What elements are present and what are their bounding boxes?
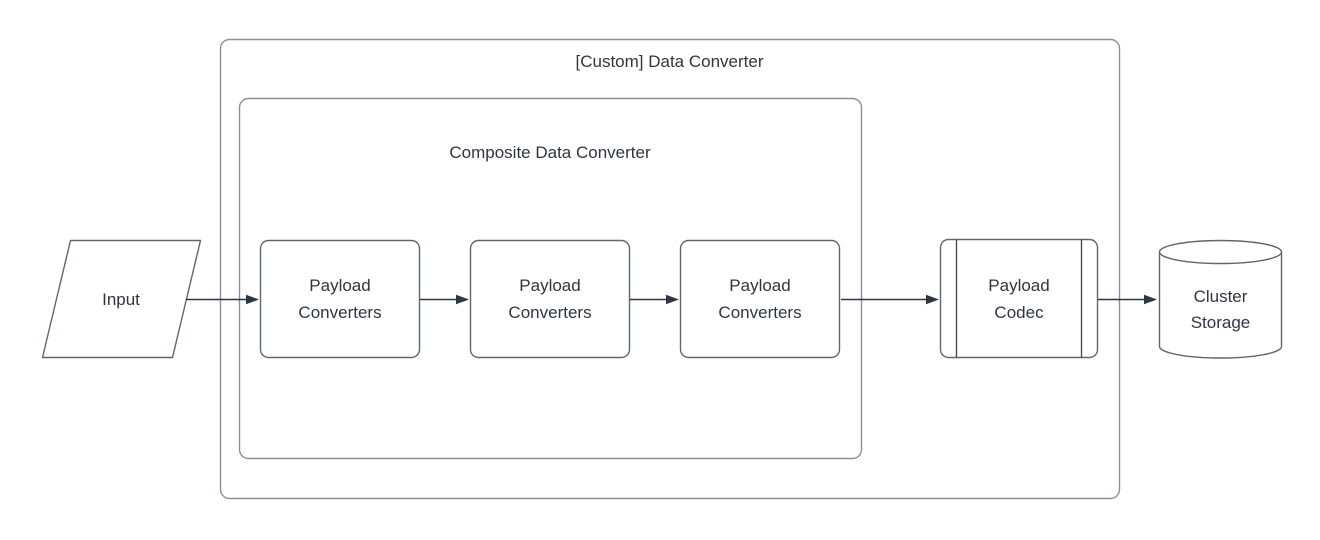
- arrow-codec-to-storage: [1098, 294, 1157, 305]
- cluster-storage-top: [1158, 239, 1283, 265]
- input-label: Input: [102, 289, 140, 309]
- input-shape: [41, 239, 202, 359]
- payload-converters-1-shape: [259, 239, 421, 359]
- payload-codec-label: Payload Codec: [988, 275, 1050, 322]
- arrow-converter-2-to-converter-3: [630, 294, 679, 305]
- arrow-input-to-converter-1: [186, 294, 259, 305]
- cluster-storage-body: [1158, 252, 1283, 359]
- payload-converters-1-label: Payload Converters: [298, 276, 382, 322]
- payload-converters-3-shape: [679, 239, 841, 359]
- custom-data-converter-title: [Custom] Data Converter: [575, 52, 764, 71]
- payload-converters-2-label: Payload Converters: [508, 276, 592, 322]
- cluster-storage-label: Cluster Storage: [1190, 287, 1251, 332]
- arrow-converter-1-to-converter-2: [420, 294, 469, 305]
- arrow-converter-3-to-codec: [841, 294, 939, 305]
- payload-converters-3-label: Payload Converters: [718, 276, 802, 322]
- composite-data-converter-title: Composite Data Converter: [449, 143, 651, 162]
- payload-codec-shape: [939, 238, 1099, 359]
- payload-converters-2-shape: [469, 239, 631, 359]
